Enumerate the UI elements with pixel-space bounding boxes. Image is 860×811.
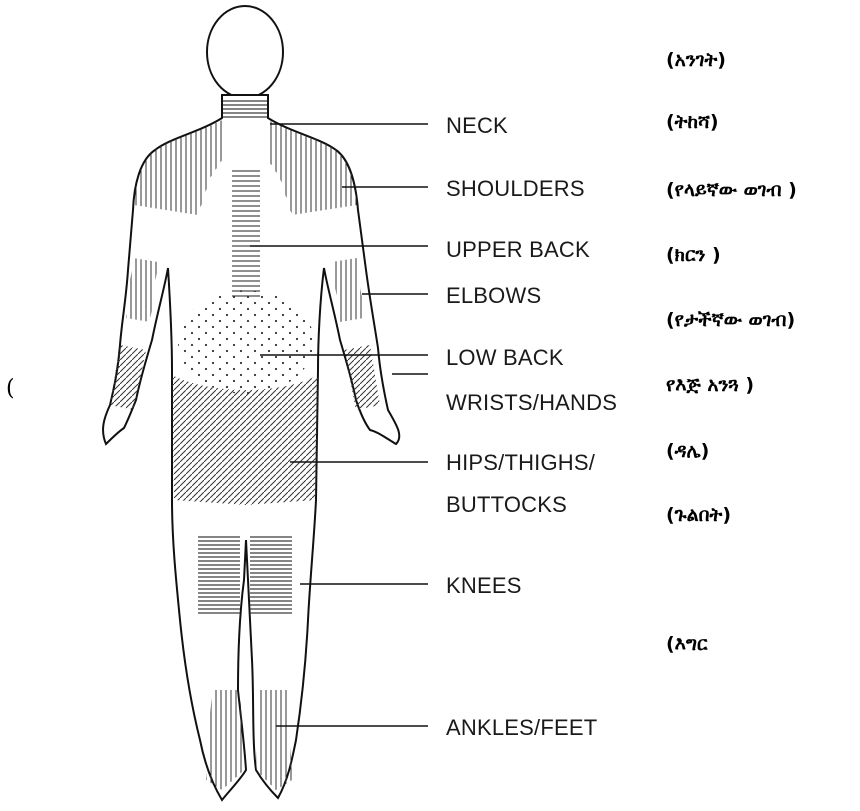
- ankle-right-shading: [256, 690, 292, 790]
- label-low-back: LOW BACK: [446, 345, 564, 371]
- label-elbows: ELBOWS: [446, 283, 541, 309]
- amharic-neck: (አንገት): [666, 48, 726, 72]
- label-buttocks: BUTTOCKS: [446, 492, 567, 518]
- amharic-ankles-feet: (እግር: [666, 632, 707, 656]
- upper-back-shading: [232, 170, 260, 300]
- amharic-low-back: (የታችኛው ወገብ): [666, 308, 795, 332]
- amharic-shoulders: (ትከሻ): [666, 110, 719, 134]
- label-upper-back: UPPER BACK: [446, 237, 590, 263]
- hips-shading: [172, 375, 318, 505]
- amharic-knees: (ጉልበት): [666, 503, 731, 527]
- knee-right-shading: [250, 535, 292, 615]
- label-shoulders: SHOULDERS: [446, 176, 585, 202]
- label-neck: NECK: [446, 113, 508, 139]
- low-back-shading: [178, 290, 314, 394]
- label-hips: HIPS/THIGHS/: [446, 450, 595, 476]
- label-ankles-feet: ANKLES/FEET: [446, 715, 597, 741]
- head: [207, 6, 283, 98]
- ankle-left-shading: [206, 690, 244, 790]
- neck-shading: [223, 98, 267, 120]
- amharic-upper-back: (የላይኛው ወገብ ): [666, 178, 797, 202]
- knee-left-shading: [198, 535, 240, 615]
- amharic-elbows: (ክርን ): [666, 243, 721, 267]
- label-knees: KNEES: [446, 573, 522, 599]
- stray-paren: (: [6, 376, 15, 401]
- label-wrists-hands: WRISTS/HANDS: [446, 390, 617, 416]
- amharic-wrists-hands: የእጅ አንጓ ): [666, 373, 754, 397]
- amharic-hips: (ዳሌ): [666, 439, 709, 463]
